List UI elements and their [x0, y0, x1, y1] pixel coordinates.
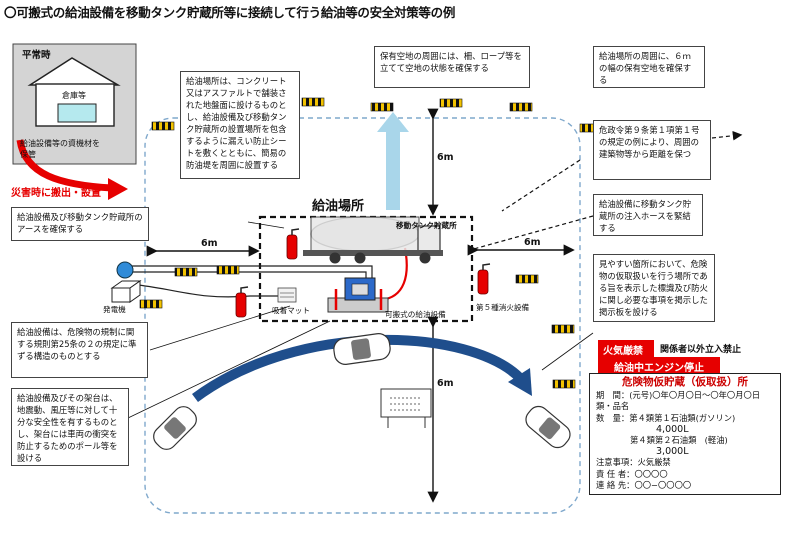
fueling-area-label: 給油場所 — [312, 199, 365, 214]
car-icon-2 — [333, 333, 391, 365]
note-board: 見やすい箇所において、危険物の仮取扱いを行う場所である旨を表示した標識及び防火に… — [593, 254, 715, 322]
extinguisher-icon-1 — [286, 228, 300, 260]
earth-terminal-icon — [116, 261, 134, 279]
board-quantity: 数 量：第４類第１石油類(ガソリン) — [596, 412, 736, 423]
dispenser-label: 可搬式の給油設備 — [385, 310, 446, 319]
disaster-move-label: 災害時に搬出・設置 — [11, 188, 101, 199]
board-class: 類・品名 — [596, 401, 630, 412]
sign-board-icon — [380, 388, 432, 428]
info-board: 危険物仮貯蔵（仮取扱）所 期 間：(元号)〇年〇月〇日〜〇年〇月〇日 類・品名 … — [589, 373, 781, 495]
page-title: 〇可搬式の給油設備を移動タンク貯蔵所等に接続して行う給油等の安全対策等の例 — [4, 5, 456, 20]
tank-truck-label: 移動タンク貯蔵所 — [396, 221, 457, 230]
generator-label: 発電機 — [103, 305, 126, 314]
board-amount-1: 4,000L — [656, 423, 689, 435]
board-amount-2: 3,000L — [656, 446, 689, 458]
distance-right: 6m — [524, 237, 541, 248]
note-hose: 給油設備に移動タンク貯蔵所の注入ホースを緊結する — [593, 194, 703, 236]
extinguisher-icon-2 — [235, 286, 249, 318]
move-arrow — [16, 139, 113, 192]
tank-truck-icon — [303, 216, 443, 264]
extinguisher-icon-3 — [477, 263, 491, 295]
board-period: 期 間：(元号)〇年〇月〇日〜〇年〇月〇日 — [596, 390, 761, 401]
open-space-boundary — [144, 117, 581, 514]
extinguisher-label: 第５種消火設備 — [476, 303, 530, 312]
car-icon-3 — [525, 405, 571, 449]
open-air-arrow — [377, 112, 409, 132]
note-earth: 給油設備及び移動タンク貯蔵所のアースを確保する — [11, 207, 149, 241]
note-paving: 給油場所は、コンクリート又はアスファルトで舗装された地盤面に設けるものとし、給油… — [180, 71, 300, 179]
normal-time-label: 平常時 — [22, 50, 51, 61]
suction-mat-icon — [277, 287, 297, 303]
note-distance: 危政令第９条第１項第１号の規定の例により、周囲の建築物等から距離を保つ — [593, 120, 711, 180]
board-title: 危険物仮貯蔵（仮取扱）所 — [622, 376, 748, 388]
note-space: 給油場所の周囲に、６ｍの幅の保有空地を確保する — [593, 46, 705, 88]
no-entry-sign: 関係者以外立入禁止 — [660, 345, 742, 355]
storage-note: 給油設備等の資機材を保管 — [20, 139, 100, 159]
distance-left: 6m — [201, 238, 218, 249]
distance-top: 6m — [437, 152, 454, 163]
note-pole: 給油設備及びその架台は、地震動、風圧等に対して十分な安全性を有するものとし、架台… — [11, 388, 129, 466]
engine-stop-sign: 給油中エンジン停止 — [598, 357, 720, 376]
suction-mat-label: 吸着マット — [272, 306, 310, 315]
generator-icon — [110, 280, 142, 303]
board-manager: 責 任 者：〇〇〇〇 — [596, 468, 668, 479]
note-electric: 給油設備は、危険物の規制に関する規則第25条の２の規定に準ずる構造のものとする — [11, 322, 148, 378]
board-kind-2: 第４類第２石油類 (軽油) — [630, 435, 728, 446]
warehouse-label: 倉庫等 — [62, 91, 86, 100]
distance-bottom: 6m — [437, 378, 454, 389]
dispenser-icon — [327, 277, 389, 313]
board-contact: 連 絡 先：〇〇−〇〇〇〇 — [596, 479, 692, 490]
car-icon-1 — [153, 406, 197, 450]
note-rope: 保有空地の周囲には、柵、ロープ等を立てて空地の状態を確保する — [374, 46, 530, 88]
fire-ban-sign: 火気厳禁 — [598, 340, 654, 359]
board-caution: 注意事項：火気厳禁 — [596, 457, 671, 468]
